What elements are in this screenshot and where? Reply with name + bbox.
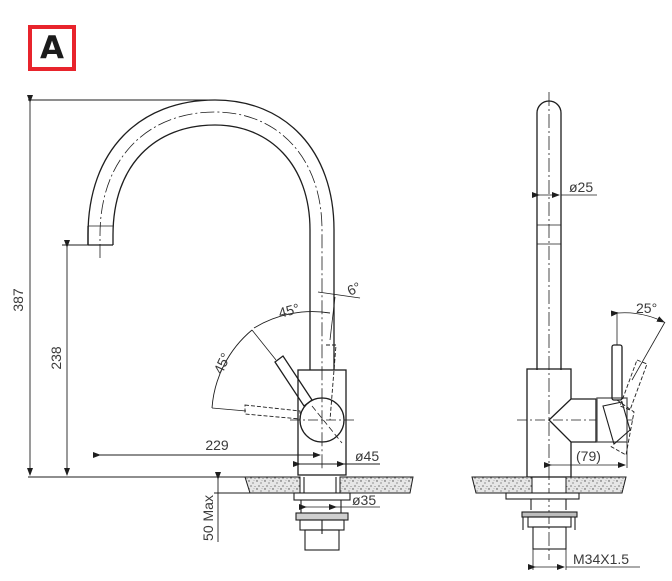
mounting-hardware-front <box>214 472 380 551</box>
dim-total-height: 387 <box>10 288 26 312</box>
dim-body-diameter: ø45 <box>355 448 379 464</box>
side-view <box>517 92 666 560</box>
dim-spout-reach: 229 <box>205 437 229 453</box>
side-cartridge <box>548 398 597 443</box>
faucet-body <box>297 369 347 476</box>
side-lever-upright <box>611 344 623 401</box>
angle-lever-tilt-front: 6° <box>345 279 364 299</box>
view-label-badge: A <box>28 25 76 71</box>
dim-side-thread: M34X1.5 <box>573 551 629 567</box>
countertop-front <box>244 476 414 494</box>
lever-90 <box>244 404 301 420</box>
lever-45 <box>274 355 313 407</box>
angle-lever-swing-upper: 45° <box>277 300 302 321</box>
front-view <box>27 95 380 478</box>
spout-outer <box>87 99 335 370</box>
mounting-hardware-side <box>505 492 640 570</box>
dim-max-thickness: 50 Max <box>200 495 216 541</box>
view-label: A <box>40 29 64 66</box>
dim-side-spout-diameter: ø25 <box>569 179 593 195</box>
dim-spout-height: 238 <box>48 346 64 370</box>
spout-inner <box>112 124 311 370</box>
spout-centerline <box>99 111 323 470</box>
dim-mount-diameter: ø35 <box>352 492 376 508</box>
angle-side-lever-tilt: 25° <box>636 300 657 316</box>
dim-side-lever-reach: (79) <box>576 448 601 464</box>
